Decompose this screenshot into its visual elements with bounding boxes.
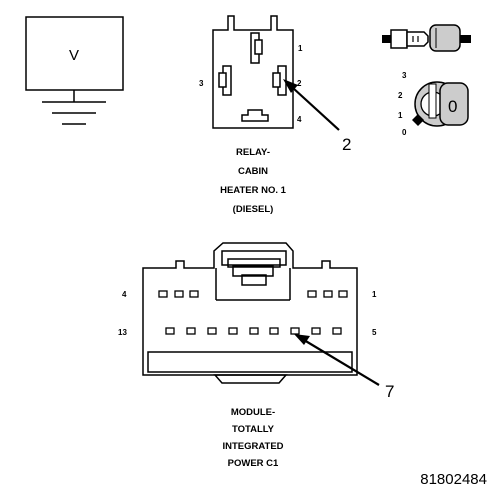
relay-caption-line-4: (DIESEL): [233, 204, 274, 215]
ignition-position-1: 1: [398, 111, 403, 120]
relay-terminal-4: [241, 109, 269, 122]
relay-housing: [212, 15, 294, 129]
cavity: [165, 327, 175, 335]
module-bottom-row: [165, 327, 342, 335]
cavity: [311, 327, 321, 335]
ignition-key-icon: [382, 24, 471, 52]
cavity: [290, 327, 300, 335]
cavity: [207, 327, 217, 335]
ignition-position-2: 2: [398, 91, 403, 100]
relay-caption-line-2: CABIN: [238, 166, 268, 177]
module-latch-lock: [241, 274, 267, 286]
module-caption-line-1: MODULE-: [231, 407, 275, 418]
relay-pin-3: 3: [199, 79, 204, 88]
figure-number: 81802484: [420, 471, 487, 488]
relay-terminal-1-tab: [254, 39, 263, 55]
cavity: [323, 290, 333, 298]
relay-pin-4: 4: [297, 115, 302, 124]
module-housing: [142, 242, 358, 376]
module-pin-1: 1: [372, 290, 377, 299]
module-latch-step: [232, 265, 274, 277]
module-caption-line-4: POWER C1: [228, 458, 279, 469]
module-pin-5: 5: [372, 328, 377, 337]
ignition-switch-icon: [412, 81, 469, 127]
relay-pin-2: 2: [297, 79, 302, 88]
cavity: [332, 327, 342, 335]
module-pin-13: 13: [118, 328, 127, 337]
ignition-position-0: 0: [402, 128, 407, 137]
position-pointer: [412, 114, 424, 126]
relay-caption-line-1: RELAY-: [236, 147, 270, 158]
relay-terminal-3-tab: [218, 72, 227, 88]
cavity: [269, 327, 279, 335]
relay-callout-arrow: [283, 79, 340, 131]
cavity: [249, 327, 259, 335]
cavity: [307, 290, 317, 298]
relay-terminal-2-tab: [272, 72, 281, 88]
relay-pin-1: 1: [298, 44, 303, 53]
module-caption-line-2: TOTALLY: [232, 424, 275, 435]
relay-caption-line-3: HEATER NO. 1: [220, 185, 287, 196]
cavity: [174, 290, 184, 298]
module-latch: [221, 250, 287, 266]
module-callout: 7: [385, 382, 394, 401]
ignition-key-label: 0: [448, 97, 457, 116]
cavity: [186, 327, 196, 335]
module-connector: [142, 242, 358, 384]
module-skirt: [213, 374, 288, 384]
module-caption-line-3: INTEGRATED: [222, 441, 283, 452]
module-bottom-slot: [147, 351, 353, 373]
cavity: [189, 290, 199, 298]
voltmeter-symbol: [25, 16, 124, 125]
module-latch-inner: [227, 258, 281, 268]
ignition-position-3: 3: [402, 71, 407, 80]
relay-callout: 2: [342, 135, 351, 154]
cavity: [158, 290, 168, 298]
relay-connector: [212, 15, 294, 129]
cavity: [228, 327, 238, 335]
cavity: [338, 290, 348, 298]
module-callout-arrow: [294, 334, 380, 386]
module-top-row: [158, 290, 348, 298]
voltmeter-label: V: [69, 47, 79, 64]
module-pin-4: 4: [122, 290, 127, 299]
